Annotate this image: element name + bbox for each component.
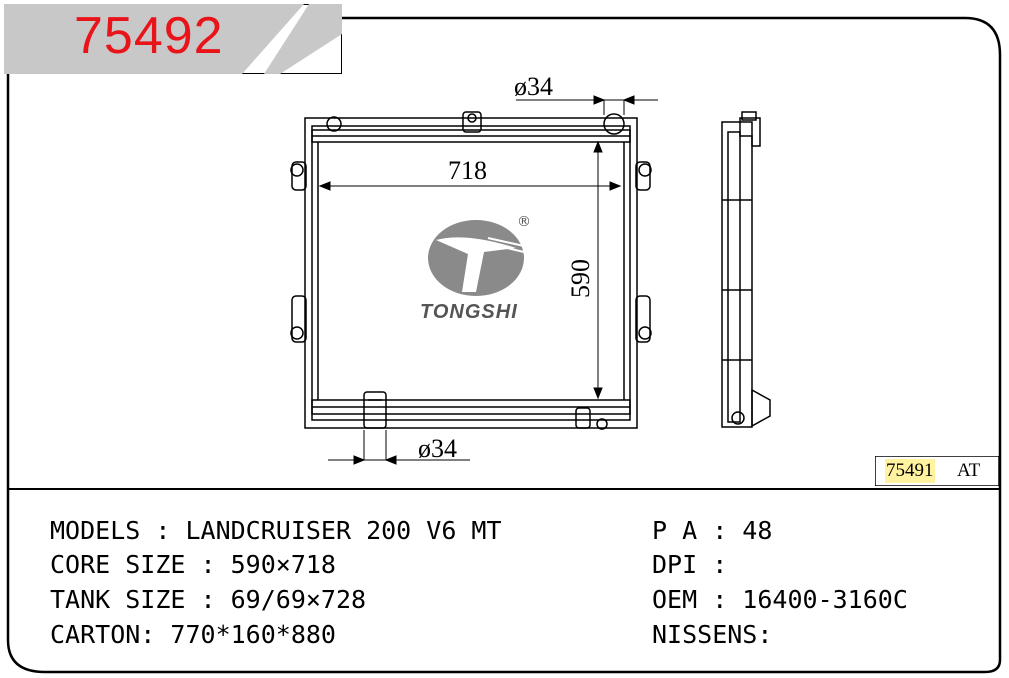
spec-oem: OEM : 16400-3160C [652, 585, 908, 614]
spec-carton: CARTON: 770*160*880 [50, 620, 336, 649]
alt-code-suffix: AT [957, 460, 981, 481]
outlet-diameter-label: ø34 [418, 434, 457, 463]
alt-code: 75491 [885, 459, 935, 483]
product-code: 75492 [74, 7, 224, 65]
product-code-banner [4, 4, 342, 74]
spec-models: MODELS : LANDCRUISER 200 V6 MT [50, 516, 502, 545]
registered-mark: ® [517, 214, 531, 230]
core-width-label: 718 [448, 156, 487, 185]
spec-nissens: NISSENS: [652, 620, 773, 649]
spec-pa: P A : 48 [652, 516, 773, 545]
spec-tank-size: TANK SIZE : 69/69×728 [50, 585, 367, 614]
inlet-diameter-label: ø34 [514, 72, 553, 101]
spec-core-size: CORE SIZE : 590×718 [50, 550, 336, 579]
brand-name: TONGSHI [420, 301, 518, 323]
spec-dpi: DPI : [652, 550, 728, 579]
core-height-label: 590 [566, 259, 595, 298]
tongshi-logo-icon [428, 220, 525, 296]
